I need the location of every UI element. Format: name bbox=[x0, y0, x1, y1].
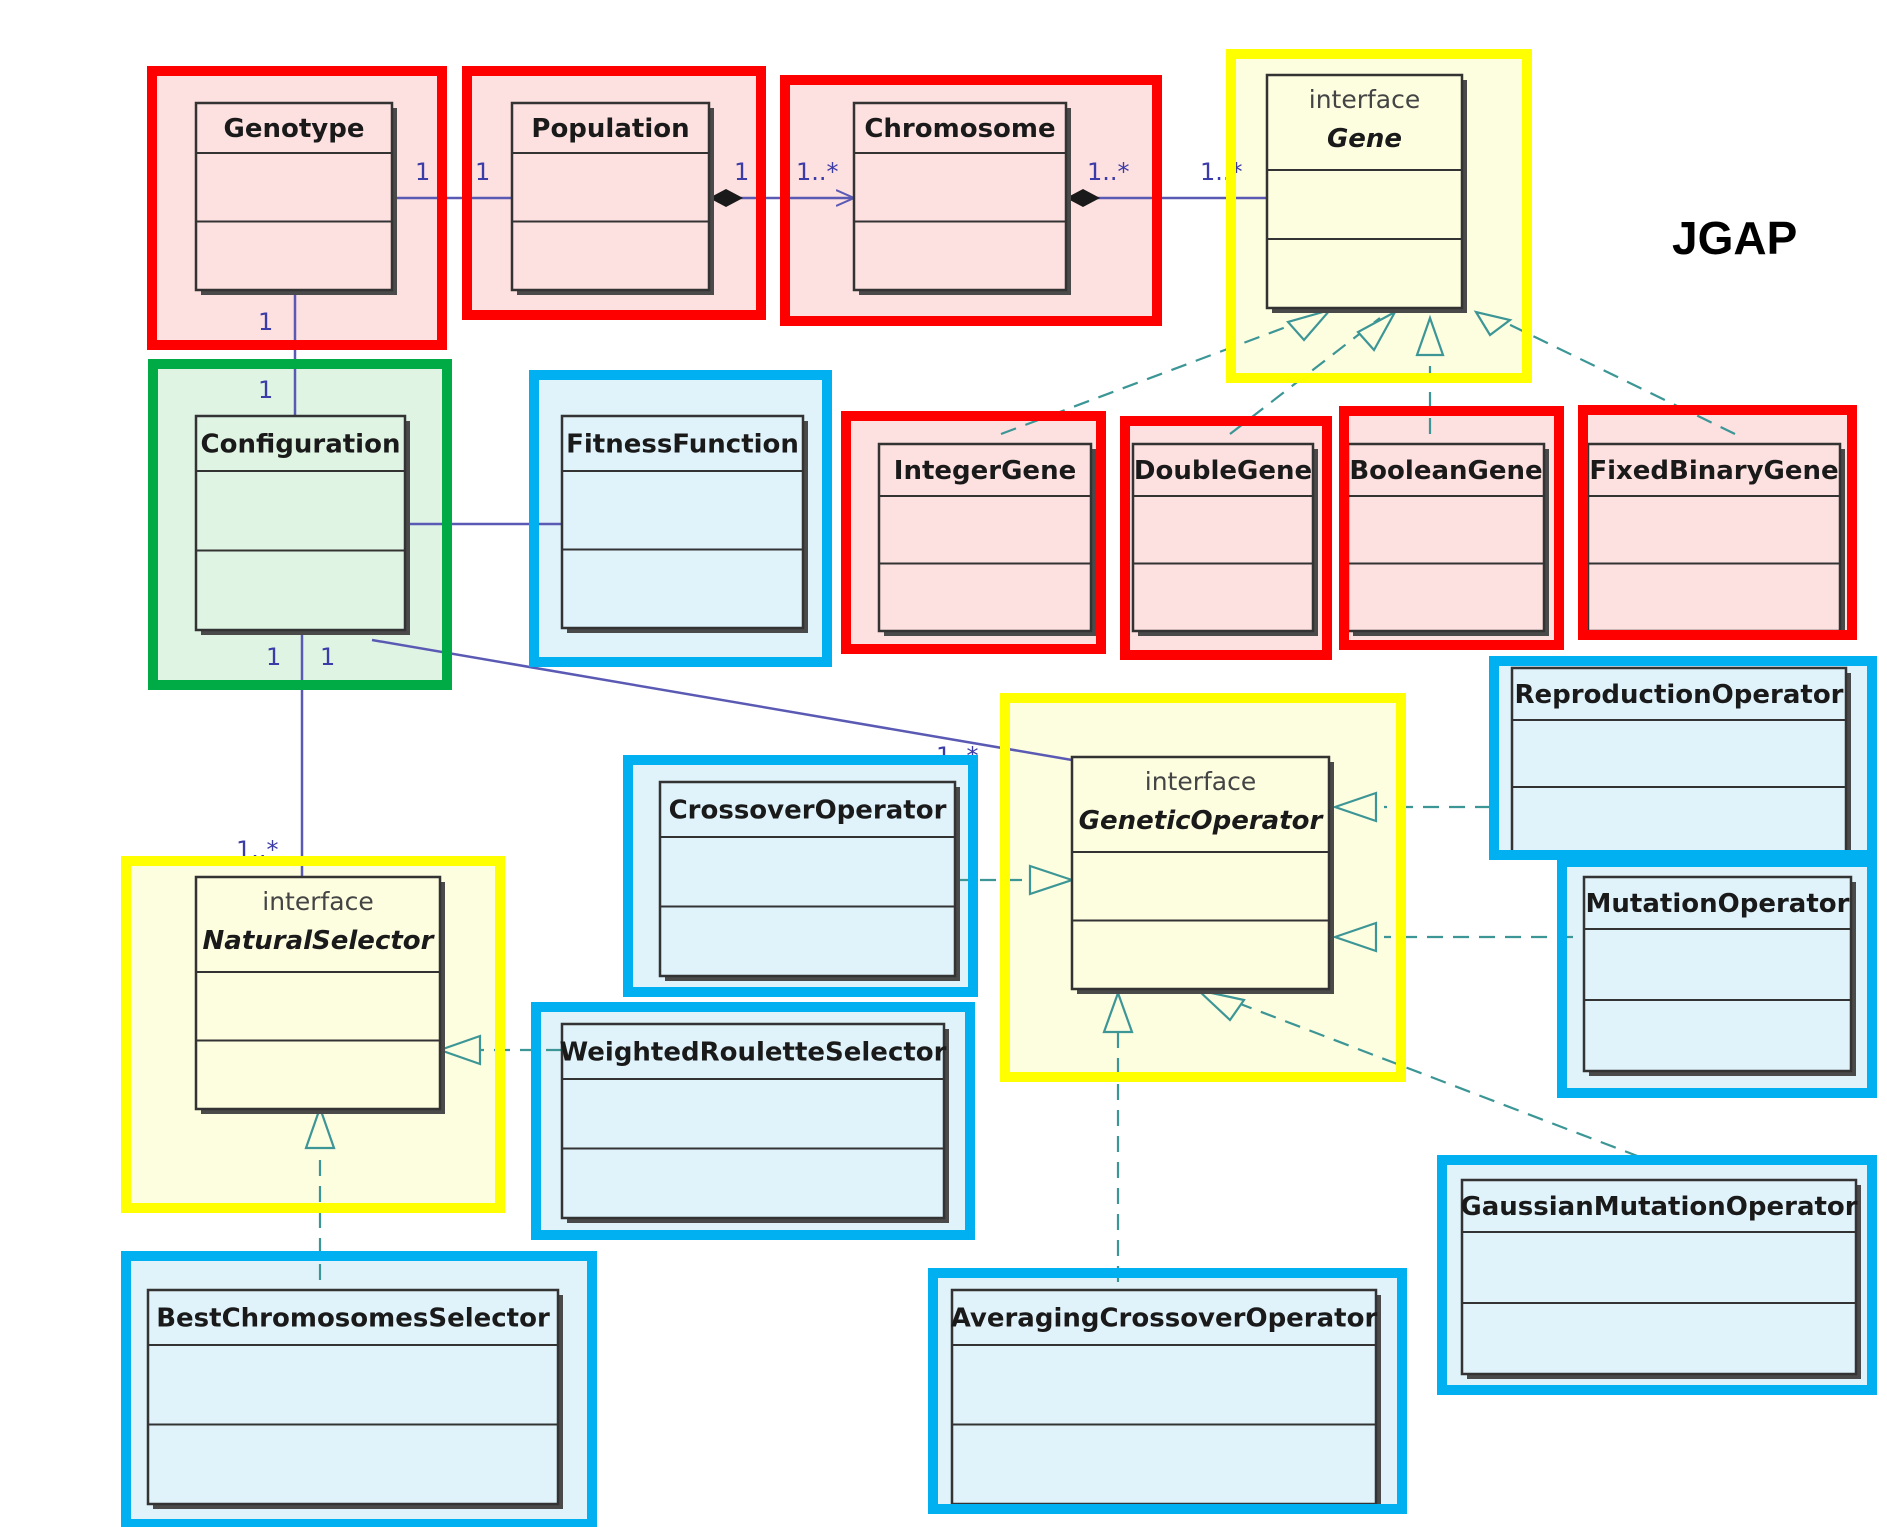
class-box bbox=[877, 442, 1093, 633]
highlight-frame bbox=[841, 411, 1106, 654]
class-population: Population bbox=[510, 101, 714, 295]
realizations bbox=[318, 316, 1736, 1282]
highlight-frame bbox=[1489, 656, 1877, 860]
mult-genotype-population-b: 1 bbox=[475, 158, 490, 186]
class-name: Population bbox=[531, 114, 689, 144]
class-name: FixedBinaryGene bbox=[1589, 456, 1838, 486]
class-name: CrossoverOperator bbox=[669, 796, 947, 826]
class-name: FitnessFunction bbox=[566, 430, 799, 460]
highlight-frame bbox=[462, 66, 766, 320]
highlight-frame bbox=[121, 1251, 597, 1527]
class-name: GaussianMutationOperator bbox=[1460, 1192, 1857, 1222]
class-bestchrom: BestChromosomesSelector bbox=[146, 1288, 563, 1509]
class-configuration: Configuration bbox=[194, 414, 410, 635]
class-fitness: FitnessFunction bbox=[560, 414, 808, 633]
class-integergene: IntegerGene bbox=[877, 442, 1096, 636]
mult-configuration-selector-a: 1 bbox=[266, 643, 281, 671]
class-box bbox=[194, 875, 442, 1111]
class-name: Configuration bbox=[201, 430, 401, 460]
class-stereotype: interface bbox=[1309, 85, 1421, 114]
class-name: BestChromosomesSelector bbox=[156, 1304, 550, 1334]
mult-configuration-geneticop-a: 1 bbox=[320, 643, 335, 671]
class-name: GeneticOperator bbox=[1079, 806, 1325, 836]
highlight-frame bbox=[623, 755, 978, 997]
class-weightedroulette: WeightedRouletteSelector bbox=[560, 1022, 949, 1223]
class-fixedbinarygene: FixedBinaryGene bbox=[1586, 442, 1845, 636]
class-box bbox=[194, 414, 407, 632]
class-box bbox=[560, 414, 805, 630]
highlight-frame bbox=[1000, 693, 1406, 1082]
class-booleangene: BooleanGene bbox=[1346, 442, 1549, 636]
class-box bbox=[560, 1022, 946, 1220]
class-name: ReproductionOperator bbox=[1514, 680, 1843, 710]
class-mutation: MutationOperator bbox=[1582, 875, 1856, 1076]
class-averaging: AveragingCrossoverOperator bbox=[950, 1288, 1381, 1509]
mult-chromosome-gene-b: 1..* bbox=[1200, 158, 1243, 186]
highlight-frame bbox=[148, 359, 452, 690]
class-reproduction: ReproductionOperator bbox=[1510, 666, 1851, 859]
highlight-frames bbox=[121, 49, 1877, 1527]
class-doublegene: DoubleGene bbox=[1131, 442, 1318, 636]
class-gaussian: GaussianMutationOperator bbox=[1460, 1178, 1861, 1379]
class-box bbox=[658, 780, 957, 978]
highlight-frame bbox=[1578, 405, 1857, 640]
class-name: Genotype bbox=[224, 114, 365, 144]
class-name: IntegerGene bbox=[894, 456, 1076, 486]
class-name: NaturalSelector bbox=[203, 926, 436, 956]
realization-triangles bbox=[304, 307, 1513, 1150]
class-box bbox=[1131, 442, 1315, 633]
class-genotype: Genotype bbox=[194, 101, 397, 295]
class-name: BooleanGene bbox=[1349, 456, 1542, 486]
composition-diamonds bbox=[709, 189, 1100, 207]
highlight-frame bbox=[1437, 1155, 1877, 1395]
mult-population-chromosome-a: 1 bbox=[734, 158, 749, 186]
class-crossover: CrossoverOperator bbox=[658, 780, 960, 981]
mult-population-chromosome-b: 1..* bbox=[796, 158, 839, 186]
class-stereotype: interface bbox=[262, 887, 374, 916]
class-box bbox=[1460, 1178, 1858, 1376]
class-name: Chromosome bbox=[864, 114, 1055, 144]
highlight-frame bbox=[780, 75, 1162, 326]
highlight-frame bbox=[1226, 49, 1532, 383]
class-box bbox=[146, 1288, 560, 1506]
class-box bbox=[1510, 666, 1848, 856]
class-box bbox=[1582, 875, 1853, 1073]
class-name: AveragingCrossoverOperator bbox=[951, 1304, 1378, 1334]
class-box bbox=[950, 1288, 1378, 1506]
highlight-frame bbox=[1339, 406, 1564, 650]
highlight-frame bbox=[529, 370, 832, 667]
class-name: MutationOperator bbox=[1586, 889, 1850, 919]
highlight-frame bbox=[147, 66, 447, 350]
mult-chromosome-gene-a: 1..* bbox=[1087, 158, 1130, 186]
class-box bbox=[1265, 73, 1464, 310]
class-box bbox=[1346, 442, 1546, 633]
mult-genotype-configuration-a: 1 bbox=[258, 308, 273, 336]
class-box bbox=[194, 101, 394, 292]
class-box bbox=[852, 101, 1068, 292]
highlight-frame bbox=[121, 856, 505, 1213]
class-box bbox=[1070, 755, 1331, 991]
class-name: DoubleGene bbox=[1134, 456, 1312, 486]
class-box bbox=[510, 101, 711, 292]
highlight-frame bbox=[531, 1002, 975, 1240]
highlight-frame bbox=[1120, 416, 1332, 660]
mult-genotype-configuration-b: 1 bbox=[258, 376, 273, 404]
highlight-frame bbox=[928, 1268, 1407, 1514]
class-chromosome: Chromosome bbox=[852, 101, 1071, 295]
mult-genotype-population-a: 1 bbox=[415, 158, 430, 186]
diagram-title: JGAP bbox=[1672, 212, 1797, 264]
class-name: Gene bbox=[1327, 124, 1402, 154]
highlight-frame bbox=[1557, 857, 1877, 1098]
class-stereotype: interface bbox=[1145, 767, 1257, 796]
class-name: WeightedRouletteSelector bbox=[560, 1038, 947, 1068]
